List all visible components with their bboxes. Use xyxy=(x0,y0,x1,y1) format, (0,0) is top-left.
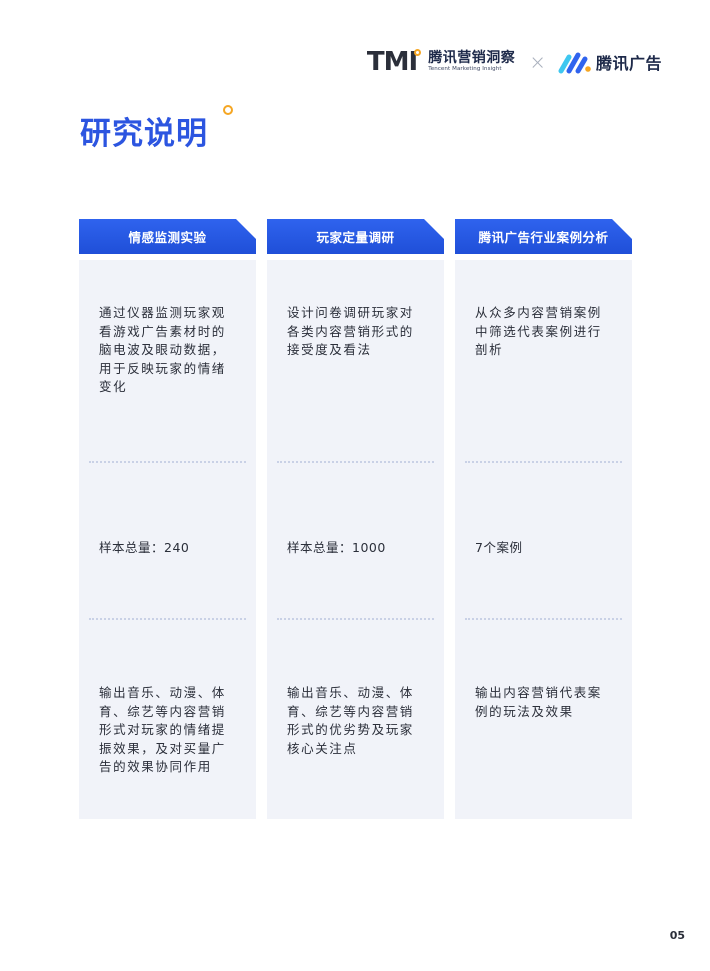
column-method: 设计问卷调研玩家对各类内容营销形式的接受度及看法 xyxy=(287,305,414,357)
page-title: 研究说明 xyxy=(80,116,208,152)
column-emotion-experiment: 情感监测实验 通过仪器监测玩家观看游戏广告素材时的脑电波及眼动数据，用于反映玩家… xyxy=(79,219,256,819)
column-header: 玩家定量调研 xyxy=(267,219,444,254)
column-method: 通过仪器监测玩家观看游戏广告素材时的脑电波及眼动数据，用于反映玩家的情绪变化 xyxy=(99,305,226,394)
tmi-name-cn: 腾讯营销洞察 xyxy=(428,50,516,67)
dotted-divider xyxy=(465,461,622,463)
tmi-logo-icon: TMI xyxy=(366,47,418,77)
column-case-analysis: 腾讯广告行业案例分析 从众多内容营销案例中筛选代表案例进行剖析 7个案例 输出内… xyxy=(455,219,632,819)
dotted-divider xyxy=(277,461,434,463)
cross-icon: × xyxy=(529,50,546,74)
column-body: 通过仪器监测玩家观看游戏广告素材时的脑电波及眼动数据，用于反映玩家的情绪变化 样… xyxy=(79,260,256,819)
tencent-ads-logo-icon xyxy=(558,52,591,74)
tmi-logo-text: 腾讯营销洞察 Tencent Marketing Insight xyxy=(428,51,515,73)
brand-bar: TMI 腾讯营销洞察 Tencent Marketing Insight × 腾… xyxy=(367,44,662,80)
page-number: 05 xyxy=(669,929,685,942)
research-columns: 情感监测实验 通过仪器监测玩家观看游戏广告素材时的脑电波及眼动数据，用于反映玩家… xyxy=(79,219,632,819)
column-header: 腾讯广告行业案例分析 xyxy=(455,219,632,254)
ads-name-cn: 腾讯广告 xyxy=(595,54,662,73)
column-sample: 样本总量：240 xyxy=(99,540,190,555)
column-body: 从众多内容营销案例中筛选代表案例进行剖析 7个案例 输出内容营销代表案例的玩法及… xyxy=(455,260,632,819)
column-output: 输出内容营销代表案例的玩法及效果 xyxy=(475,685,602,719)
dotted-divider xyxy=(89,618,246,620)
column-output: 输出音乐、动漫、体育、综艺等内容营销形式对玩家的情绪提振效果，及对买量广告的效果… xyxy=(99,685,226,774)
column-sample: 7个案例 xyxy=(475,540,523,555)
dotted-divider xyxy=(277,618,434,620)
tmi-name-en: Tencent Marketing Insight xyxy=(428,66,502,73)
dotted-divider xyxy=(89,461,246,463)
column-output: 输出音乐、动漫、体育、综艺等内容营销形式的优劣势及玩家核心关注点 xyxy=(287,685,414,756)
tmi-logo-dot xyxy=(414,48,422,56)
title-dot-icon xyxy=(223,105,233,115)
tencent-ads-logo: 腾讯广告 xyxy=(558,49,662,75)
dotted-divider xyxy=(465,618,622,620)
column-quantitative-survey: 玩家定量调研 设计问卷调研玩家对各类内容营销形式的接受度及看法 样本总量：100… xyxy=(267,219,444,819)
column-sample: 样本总量：1000 xyxy=(287,540,386,555)
tmi-logo: TMI 腾讯营销洞察 Tencent Marketing Insight xyxy=(366,47,515,77)
column-header: 情感监测实验 xyxy=(79,219,256,254)
column-method: 从众多内容营销案例中筛选代表案例进行剖析 xyxy=(475,305,602,357)
column-body: 设计问卷调研玩家对各类内容营销形式的接受度及看法 样本总量：1000 输出音乐、… xyxy=(267,260,444,819)
